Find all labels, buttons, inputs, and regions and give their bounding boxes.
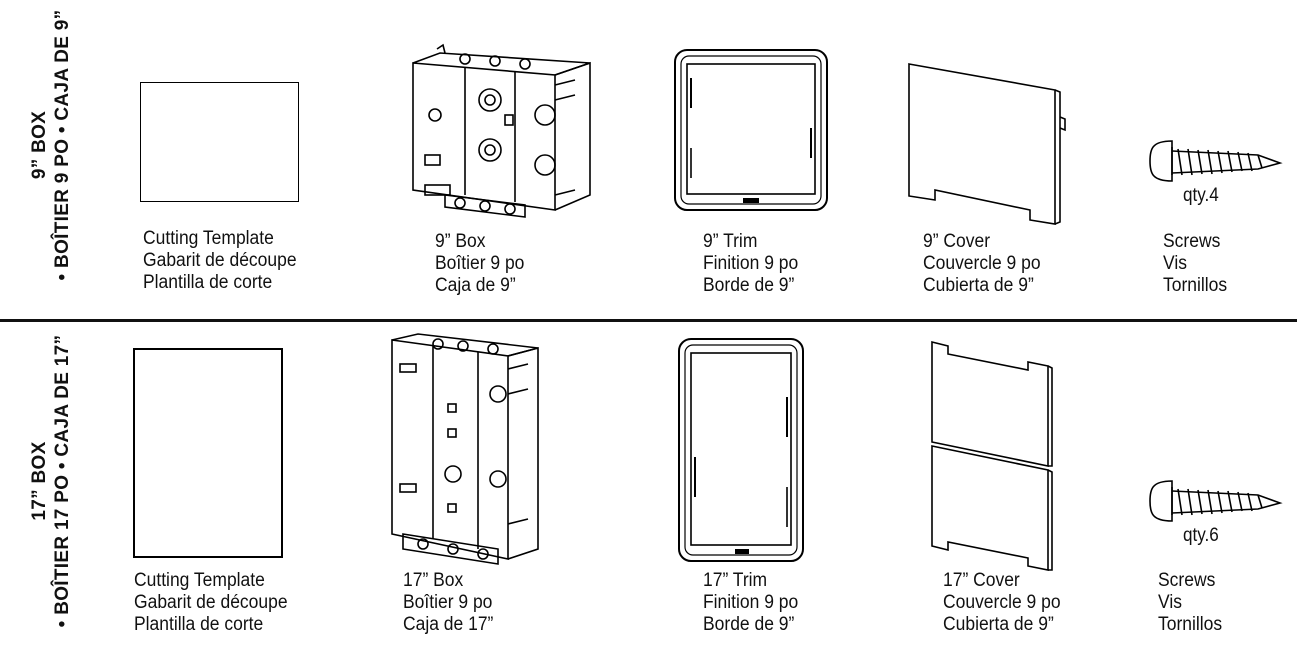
caption-line: Gabarit de découpe (143, 250, 297, 271)
caption-line: Boîtier 9 po (403, 592, 493, 613)
caption-cover-17: 17” Cover Couvercle 9 po Cubierta de 9” (943, 570, 1061, 636)
caption-line: Vis (1163, 253, 1187, 274)
caption-line: Boîtier 9 po (435, 253, 525, 274)
screw-qty-9: qty.4 (1183, 185, 1219, 206)
caption-line: 9” Box (435, 231, 486, 252)
side-label-line2: • BOÎTIER 17 PO • CAJA DE 17” (52, 334, 73, 628)
caption-box-9: 9” Box Boîtier 9 po Caja de 9” (435, 231, 524, 297)
caption-line: Caja de 17” (403, 614, 494, 635)
caption-line: 9” Cover (923, 231, 991, 252)
cutting-template-9 (140, 82, 299, 202)
caption-line: Tornillos (1163, 275, 1228, 296)
caption-line: Screws (1158, 570, 1216, 591)
screw-icon (1149, 480, 1283, 522)
caption-trim-17: 17” Trim Finition 9 po Borde de 9” (703, 570, 798, 636)
caption-screws-17: Screws Vis Tornillos (1158, 570, 1222, 636)
caption-line: Finition 9 po (703, 592, 799, 613)
caption-template-9: Cutting Template Gabarit de découpe Plan… (143, 228, 297, 294)
recessed-box-icon (412, 43, 591, 218)
caption-line: Tornillos (1158, 614, 1223, 635)
caption-line: Plantilla de corte (143, 272, 273, 293)
side-label-9: 9” BOX • BOÎTIER 9 PO • CAJA DE 9” (28, 0, 74, 290)
caption-line: Plantilla de corte (134, 614, 264, 635)
trim-ring-icon (674, 49, 828, 211)
section-9-inch-box: 9” BOX • BOÎTIER 9 PO • CAJA DE 9” Cutti… (0, 0, 1297, 320)
caption-template-17: Cutting Template Gabarit de découpe Plan… (134, 570, 288, 636)
caption-line: Caja de 9” (435, 275, 516, 296)
side-label-line1: 17” BOX (29, 441, 50, 521)
caption-line: Finition 9 po (703, 253, 799, 274)
caption-line: Screws (1163, 231, 1221, 252)
caption-line: Vis (1158, 592, 1182, 613)
caption-line: Couvercle 9 po (943, 592, 1061, 613)
caption-line: 17” Trim (703, 570, 768, 591)
caption-line: Gabarit de découpe (134, 592, 288, 613)
section-divider (0, 319, 1297, 322)
caption-line: 17” Cover (943, 570, 1020, 591)
cover-plate-icon (931, 340, 1053, 571)
caption-line: Cutting Template (143, 228, 274, 249)
side-label-line1: 9” BOX (29, 110, 50, 180)
caption-line: 17” Box (403, 570, 464, 591)
cutting-template-17 (133, 348, 283, 558)
caption-box-17: 17” Box Boîtier 9 po Caja de 17” (403, 570, 493, 636)
screw-icon (1149, 140, 1283, 182)
side-label-17: 17” BOX • BOÎTIER 17 PO • CAJA DE 17” (28, 322, 74, 640)
caption-trim-9: 9” Trim Finition 9 po Borde de 9” (703, 231, 798, 297)
caption-line: Borde de 9” (703, 275, 795, 296)
side-label-line2: • BOÎTIER 9 PO • CAJA DE 9” (52, 9, 73, 281)
screw-qty-17: qty.6 (1183, 525, 1219, 546)
recessed-box-icon (391, 333, 539, 565)
caption-line: 9” Trim (703, 231, 758, 252)
caption-cover-9: 9” Cover Couvercle 9 po Cubierta de 9” (923, 231, 1041, 297)
caption-screws-9: Screws Vis Tornillos (1163, 231, 1227, 297)
caption-line: Cutting Template (134, 570, 265, 591)
caption-line: Couvercle 9 po (923, 253, 1041, 274)
cover-plate-icon (908, 63, 1066, 225)
caption-line: Cubierta de 9” (923, 275, 1034, 296)
trim-ring-icon (678, 338, 804, 562)
section-17-inch-box: 17” BOX • BOÎTIER 17 PO • CAJA DE 17” Cu… (0, 322, 1297, 646)
caption-line: Cubierta de 9” (943, 614, 1054, 635)
caption-line: Borde de 9” (703, 614, 795, 635)
